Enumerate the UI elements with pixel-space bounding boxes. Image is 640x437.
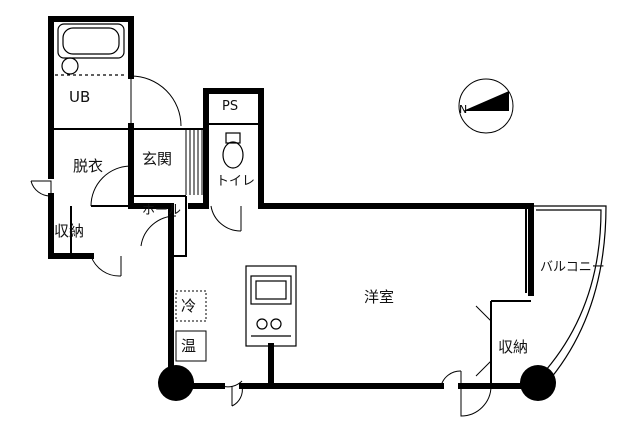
interior-walls: [51, 123, 531, 386]
room-label-ps: PS: [222, 99, 239, 114]
room-label-western: 洋室: [364, 288, 395, 306]
balcony-outline: [529, 205, 607, 379]
fridge-label: 冷: [181, 297, 197, 315]
entrance-steps: [185, 130, 203, 195]
kitchen-counter: [245, 265, 297, 347]
room-label-balcony: バルコニー: [540, 260, 605, 275]
compass-north-label: N: [459, 103, 467, 116]
room-label-hall: ホール: [142, 203, 182, 218]
toilet-fixture: [222, 132, 244, 169]
water-heater-label: 温: [181, 337, 197, 355]
room-label-storage-right: 収納: [498, 338, 529, 356]
exterior-walls: [48, 16, 534, 389]
room-label-dressing: 脱衣: [73, 157, 104, 175]
room-label-entrance: 玄関: [142, 150, 173, 168]
appliance-boxes: [175, 290, 207, 362]
bathtub: [55, 23, 127, 76]
compass: N: [458, 78, 514, 134]
room-label-ub: UB: [69, 88, 91, 106]
room-label-storage-left: 収納: [54, 222, 85, 240]
room-label-toilet: トイレ: [216, 174, 256, 189]
door-swings: [30, 75, 492, 417]
columns: [158, 365, 556, 401]
